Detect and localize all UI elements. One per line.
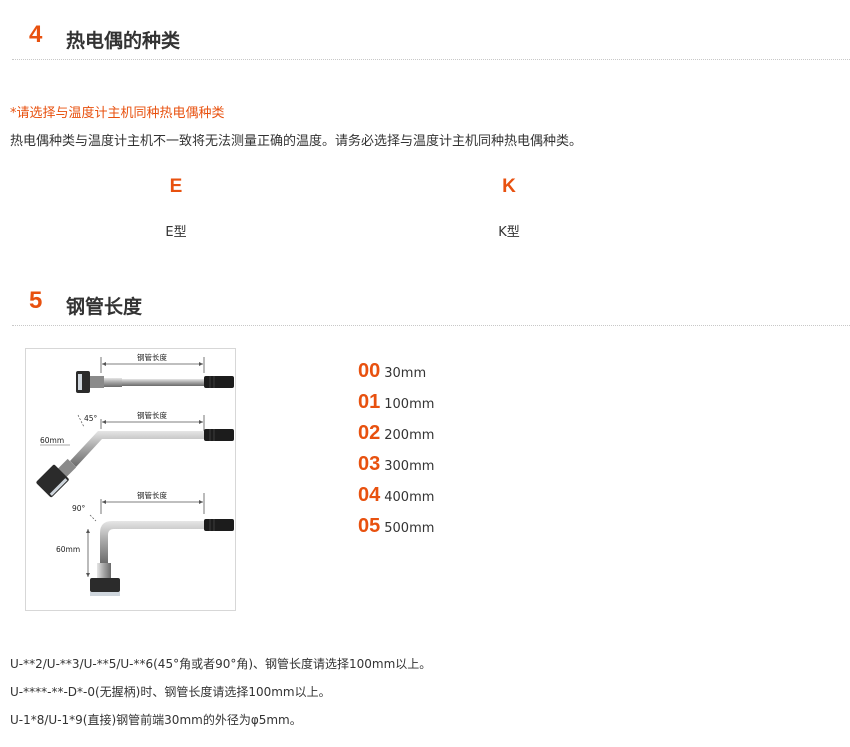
pipe-length-label: 钢管长度	[137, 410, 167, 420]
length-code: 01	[358, 391, 381, 413]
type-code-e: E	[169, 176, 183, 197]
length-code: 04	[358, 484, 381, 506]
section-number: 4	[29, 21, 43, 48]
pipe-length-label: 钢管长度	[137, 490, 167, 500]
footnote-1: U-**2/U-**3/U-**5/U-**6(45°角或者90°角)、钢管长度…	[10, 657, 432, 671]
footnote-2: U-****-**-D*-0(无握柄)时、钢管长度请选择100mm以上。	[10, 685, 331, 699]
section-5-header: 5 钢管长度	[0, 266, 850, 326]
section-divider	[12, 325, 850, 326]
probe-diagram-svg: 钢管长度 钢管长度 45° 60mm	[36, 352, 234, 596]
length-code: 03	[358, 453, 381, 475]
type-label-k: K型	[498, 225, 520, 240]
type-label-e: E型	[165, 225, 187, 240]
length-value: 500mm	[384, 521, 435, 536]
length-code: 02	[358, 422, 381, 444]
probe-45-degree: 钢管长度 45° 60mm	[36, 410, 234, 498]
length-code: 00	[358, 360, 381, 382]
angle-90-label: 90°	[72, 504, 86, 513]
section-title: 热电偶的种类	[66, 30, 181, 52]
probe-90-degree: 钢管长度 90° 60mm	[56, 490, 234, 596]
length-value: 100mm	[384, 397, 435, 412]
length-value: 300mm	[384, 459, 435, 474]
length-code: 05	[358, 515, 381, 537]
length-value: 400mm	[384, 490, 435, 505]
section-4-header: 4 热电偶的种类	[0, 0, 850, 60]
selection-note: *请选择与温度计主机同种热电偶种类	[10, 106, 225, 121]
angle-45-label: 45°	[84, 414, 98, 423]
straight-probe: 钢管长度	[76, 352, 234, 393]
section-divider	[12, 59, 850, 60]
footnote-3: U-1*8/U-1*9(直接)钢管前端30mm的外径为φ5mm。	[10, 713, 302, 727]
length-value: 30mm	[384, 366, 427, 381]
pipe-length-label: 钢管长度	[137, 352, 167, 362]
type-code-k: K	[502, 176, 516, 197]
section-number: 5	[29, 287, 43, 314]
section-title: 钢管长度	[66, 296, 143, 318]
length-value: 200mm	[384, 428, 435, 443]
pipe-length-diagram: 钢管长度 钢管长度 45° 60mm	[25, 348, 236, 611]
length-60-label-a: 60mm	[40, 436, 64, 445]
type-description: 热电偶种类与温度计主机不一致将无法测量正确的温度。请务必选择与温度计主机同种热电…	[10, 134, 583, 149]
length-60-label-b: 60mm	[56, 545, 80, 554]
